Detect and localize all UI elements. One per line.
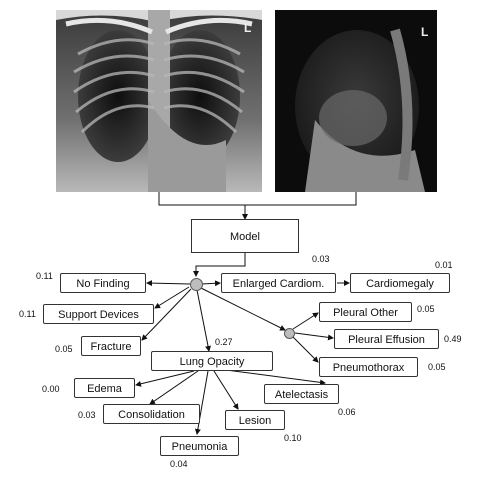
score-atelectasis: 0.06 <box>338 407 356 417</box>
score-lung-opacity: 0.27 <box>215 337 233 347</box>
node-pneumothorax: Pneumothorax <box>319 357 418 377</box>
model-box: Model <box>191 219 299 253</box>
node-no-finding: No Finding <box>60 273 146 293</box>
hub-node-pleural <box>284 328 295 339</box>
score-consolidation: 0.03 <box>78 410 96 420</box>
score-no-finding: 0.11 <box>36 271 53 281</box>
node-edema: Edema <box>74 378 135 398</box>
score-edema: 0.00 <box>42 384 60 394</box>
score-support-devices: 0.11 <box>19 309 36 319</box>
score-lesion: 0.10 <box>284 433 302 443</box>
lateral-xray-image: L <box>275 10 437 192</box>
score-pneumonia: 0.04 <box>170 459 188 469</box>
svg-text:L: L <box>421 25 428 39</box>
score-cardiomegaly: 0.01 <box>435 260 453 270</box>
frontal-xray-image: L <box>56 10 262 192</box>
hub-node-root <box>190 278 203 291</box>
node-atelectasis: Atelectasis <box>264 384 339 404</box>
score-pneumothorax: 0.05 <box>428 362 446 372</box>
score-pleural-other: 0.05 <box>417 304 435 314</box>
svg-text:L: L <box>244 21 251 35</box>
node-enlarged-cardiomediastinum: Enlarged Cardiom. <box>221 273 336 293</box>
score-pleural-effusion: 0.49 <box>444 334 462 344</box>
score-enlarged-cardiomediastinum: 0.03 <box>312 254 330 264</box>
node-pleural-other: Pleural Other <box>319 302 412 322</box>
node-pneumonia: Pneumonia <box>160 436 239 456</box>
score-fracture: 0.05 <box>55 344 73 354</box>
node-support-devices: Support Devices <box>43 304 154 324</box>
node-fracture: Fracture <box>81 336 141 356</box>
node-cardiomegaly: Cardiomegaly <box>350 273 450 293</box>
node-pleural-effusion: Pleural Effusion <box>334 329 439 349</box>
node-consolidation: Consolidation <box>103 404 200 424</box>
node-lung-opacity: Lung Opacity <box>151 351 273 371</box>
node-lesion: Lesion <box>225 410 285 430</box>
